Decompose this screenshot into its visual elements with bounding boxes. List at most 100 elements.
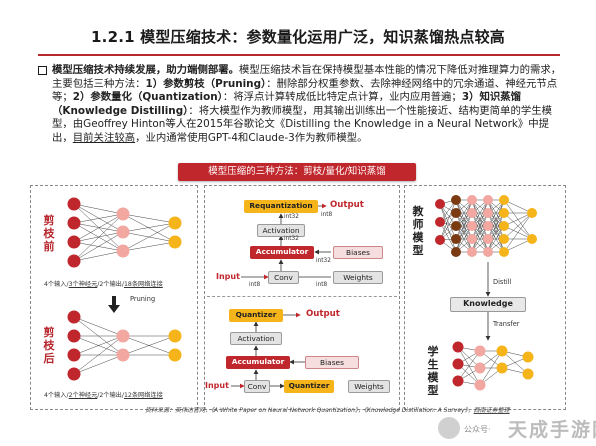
label-int32-accumulator: int32 bbox=[284, 236, 299, 242]
network-connection bbox=[503, 212, 533, 240]
method-pruning: 1）参数剪枝（Pruning） bbox=[145, 77, 267, 90]
pruning-arrowhead-icon bbox=[108, 305, 120, 313]
network-connection bbox=[73, 203, 124, 233]
network-connection bbox=[455, 199, 473, 253]
network-connection bbox=[122, 222, 176, 252]
lead-sentence: 模型压缩技术持续发展，助力端侧部署。 bbox=[52, 64, 240, 76]
quant-top-output: Output bbox=[330, 200, 364, 210]
network-node bbox=[451, 247, 461, 257]
pruning-desc: ：删除部分权重参数、去除神经网络中的冗余通道、神经元节点等； bbox=[52, 77, 558, 104]
network-connection bbox=[122, 241, 176, 252]
network-connection bbox=[73, 335, 124, 356]
network-node bbox=[168, 329, 182, 343]
distillation-panel bbox=[404, 185, 566, 410]
network-node bbox=[483, 247, 493, 257]
label-int8-input: int8 bbox=[249, 282, 261, 288]
network-connection bbox=[455, 199, 473, 227]
network-node bbox=[116, 348, 130, 362]
knowledge-box: Knowledge bbox=[450, 297, 526, 312]
network-connection bbox=[471, 225, 489, 253]
network-node bbox=[168, 348, 182, 362]
network-connection bbox=[439, 199, 457, 241]
page-title: 1.2.1 模型压缩技术：参数量化运用广泛，知识蒸馏热点较高 bbox=[91, 28, 505, 46]
network-connection bbox=[73, 316, 124, 337]
quantization-panel bbox=[204, 185, 400, 410]
network-connection bbox=[455, 225, 473, 253]
quantizer-box-top: Quantizer bbox=[229, 309, 283, 322]
network-node bbox=[116, 225, 130, 239]
network-node bbox=[499, 208, 509, 218]
pruning-arrow-label: Pruning bbox=[130, 295, 156, 303]
activation-box-top: Activation bbox=[257, 224, 305, 237]
network-node bbox=[483, 221, 493, 231]
network-node bbox=[452, 358, 464, 370]
after-pruning-caption: 4个输入/2个神经元/2个输出/12条网络连接 bbox=[44, 392, 163, 399]
network-node bbox=[467, 221, 477, 231]
teacher-models-text: ，业内通常使用GPT-4和Claude-3作为教师模型 bbox=[135, 131, 358, 144]
network-connection bbox=[487, 212, 505, 253]
network-node bbox=[499, 247, 509, 257]
network-connection bbox=[455, 199, 473, 240]
network-node bbox=[467, 208, 477, 218]
network-node bbox=[451, 195, 461, 205]
network-connection bbox=[73, 231, 124, 262]
network-connection bbox=[73, 231, 124, 243]
network-node bbox=[452, 375, 464, 387]
watermark: 公众号· 天成手游网 bbox=[438, 412, 596, 444]
network-node bbox=[67, 235, 81, 249]
network-connection bbox=[471, 199, 489, 253]
network-node bbox=[67, 329, 81, 343]
network-connection bbox=[73, 213, 124, 262]
network-node bbox=[467, 247, 477, 257]
network-node bbox=[116, 329, 130, 343]
quant-top-connectors bbox=[241, 203, 331, 280]
network-node bbox=[67, 254, 81, 268]
student-model-label: 学生模型 bbox=[427, 345, 439, 397]
network-node bbox=[67, 197, 81, 211]
network-connection bbox=[73, 213, 124, 224]
network-connection bbox=[73, 335, 124, 375]
requantization-box: Requantization bbox=[244, 200, 318, 213]
network-connection bbox=[73, 203, 124, 215]
watermark-big: 天成手游网 bbox=[508, 419, 596, 441]
network-connection bbox=[122, 222, 176, 233]
network-node bbox=[483, 195, 493, 205]
checkbox-bullet-icon bbox=[38, 66, 47, 75]
network-connection bbox=[503, 199, 533, 214]
quantization-desc: ：将浮点计算转成低比特定点计算，业内应用普遍； bbox=[222, 91, 462, 104]
network-node bbox=[499, 234, 509, 244]
method-distilling: 3）知识蒸馏（Knowledge Distilling） bbox=[52, 91, 522, 117]
teacher-network bbox=[435, 195, 537, 257]
network-connection bbox=[503, 212, 533, 253]
quantization-divider bbox=[207, 296, 397, 297]
network-node bbox=[435, 235, 445, 245]
accumulator-box-bottom: Accumulator bbox=[226, 356, 290, 369]
network-connection bbox=[122, 335, 176, 356]
network-connection bbox=[439, 221, 457, 253]
teacher-model-label: 教师模型 bbox=[412, 205, 424, 257]
network-connection bbox=[122, 213, 176, 224]
label-int8-weights: int8 bbox=[316, 282, 328, 288]
network-node bbox=[67, 216, 81, 230]
network-node bbox=[522, 368, 534, 380]
network-node bbox=[168, 216, 182, 230]
quant-bottom-connectors bbox=[231, 312, 305, 389]
network-node bbox=[522, 351, 534, 363]
network-node bbox=[116, 244, 130, 258]
network-connection bbox=[487, 225, 505, 253]
methods-banner: 模型压缩的三种方法：剪枝/量化/知识蒸馏 bbox=[178, 163, 416, 181]
quant-bottom-output: Output bbox=[306, 309, 340, 319]
network-connection bbox=[439, 203, 457, 240]
quant-bottom-input: Input bbox=[205, 381, 229, 390]
network-node bbox=[116, 207, 130, 221]
method-quantization: 2）参数量化（Quantization） bbox=[72, 91, 223, 104]
network-after-pruning bbox=[67, 310, 182, 381]
network-node bbox=[527, 234, 537, 244]
network-node bbox=[451, 208, 461, 218]
network-connection bbox=[122, 213, 176, 243]
network-node bbox=[527, 208, 537, 218]
network-node bbox=[67, 348, 81, 362]
network-node bbox=[168, 235, 182, 249]
network-connection bbox=[471, 199, 489, 227]
